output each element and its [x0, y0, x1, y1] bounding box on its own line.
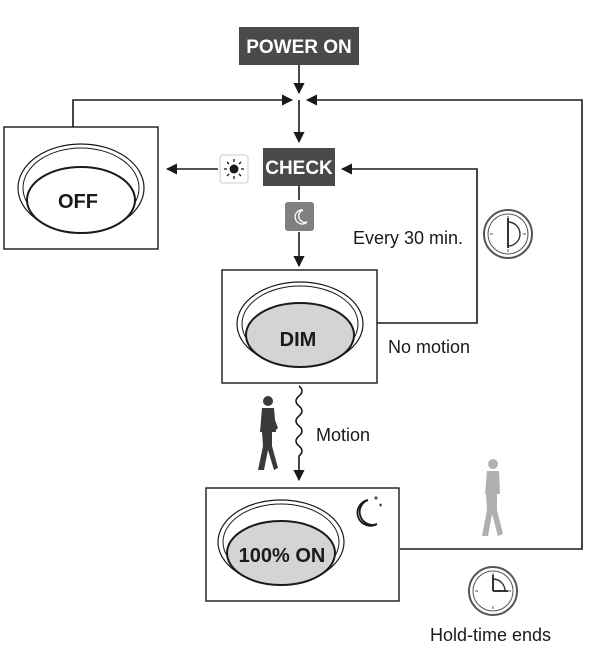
power-on-text: POWER ON: [246, 37, 352, 58]
dim-text: DIM: [280, 329, 317, 351]
moon-icon: [285, 202, 314, 231]
every-30-min-label: Every 30 min.: [353, 228, 463, 248]
arrow-holdtime-to-check: [305, 94, 583, 550]
motion-wave-icon: [293, 385, 305, 482]
check-label: CHECK: [263, 148, 335, 186]
clock-icon: [483, 209, 533, 259]
hold-time-ends-label: Hold-time ends: [430, 625, 551, 645]
power-on-label: POWER ON: [239, 27, 359, 65]
moon-stars-icon: [356, 496, 382, 527]
walking-person-icon: [482, 459, 503, 536]
sun-icon: [219, 154, 249, 184]
arrow-no-motion-to-check: [340, 163, 478, 324]
arrow-off-to-check: [72, 94, 294, 127]
full-on-state-box: 100% ON: [205, 487, 400, 602]
motion-label: Motion: [316, 425, 370, 445]
full-on-text: 100% ON: [239, 545, 326, 567]
dim-state-box: DIM: [221, 269, 378, 384]
off-state-box: OFF: [3, 126, 159, 250]
clock-icon: [468, 566, 518, 616]
no-motion-label: No motion: [388, 337, 470, 357]
check-text: CHECK: [265, 158, 333, 179]
walking-person-icon: [258, 396, 278, 470]
off-text: OFF: [58, 191, 98, 213]
